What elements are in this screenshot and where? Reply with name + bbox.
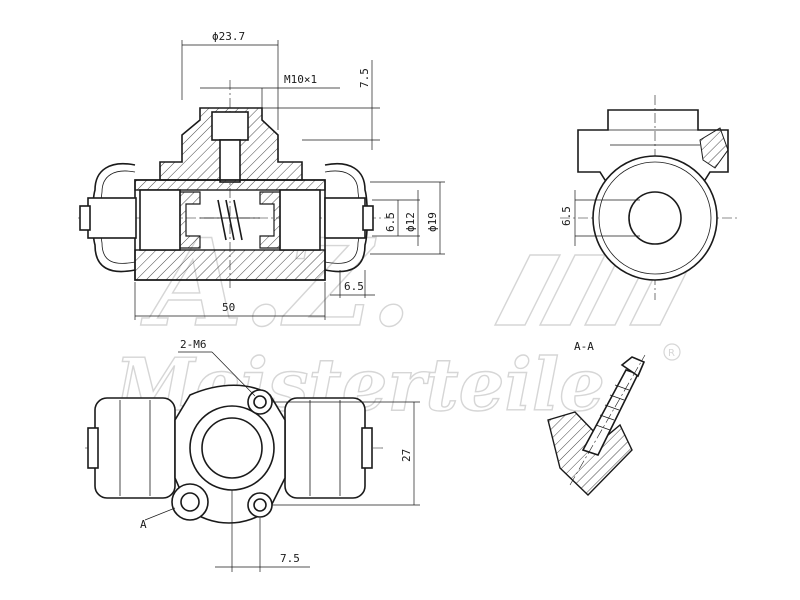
top-view-boot-right: [284, 397, 366, 499]
top-view-rod-right: [361, 427, 373, 469]
end-view-body-outer: [592, 155, 718, 281]
dim-phi-19: ϕ19: [426, 212, 439, 232]
body-wall-bottom: [134, 249, 326, 281]
dim-7-5-top: 7.5: [358, 68, 371, 88]
section-a-a-bleeder-tip: [620, 356, 646, 378]
dim-6-5-side: 6.5: [560, 206, 573, 226]
end-view-body-inner: [598, 161, 712, 275]
bleeder-screw-outer: [171, 483, 209, 521]
bolt-hole-top: [247, 389, 273, 415]
dim-phi-12: ϕ12: [404, 212, 417, 232]
push-rod-left-tip: [79, 205, 91, 231]
top-view: 2-M6 A 27 7.5: [85, 338, 420, 572]
cup-left: [179, 191, 201, 249]
end-view-bleeder-hatch: [699, 127, 729, 169]
body-wall-top: [134, 179, 326, 191]
section-a-a: A-A: [547, 340, 646, 496]
watermark-registered-mark: R: [668, 348, 675, 359]
push-rod-right-tip: [362, 205, 374, 231]
section-marker-a: A: [140, 518, 147, 531]
top-view-boss-inner: [201, 417, 263, 479]
piston-left: [139, 189, 181, 251]
bolt-hole-top-inner: [253, 395, 267, 409]
bleeder-screw-inner: [180, 492, 200, 512]
leader-line: [211, 351, 256, 397]
dim-2-m6: 2-M6: [180, 338, 207, 351]
section-a-a-label: A-A: [574, 340, 594, 353]
section-a-a-thread: [595, 384, 630, 431]
bolt-hole-bottom: [247, 492, 273, 518]
dim-length-50: 50: [222, 301, 235, 314]
bleeder-port: [211, 111, 249, 141]
cup-right: [259, 191, 281, 249]
watermark-registered-circle: [663, 343, 681, 361]
end-view-flange: [577, 109, 729, 189]
top-view-rod-left: [87, 427, 99, 469]
bolt-hole-bottom-inner: [253, 498, 267, 512]
piston-right: [279, 189, 321, 251]
dim-6-5-low: 6.5: [344, 280, 364, 293]
end-view-bore: [628, 191, 682, 245]
dim-7-5-bottom: 7.5: [280, 552, 300, 565]
end-view: 6.5: [560, 95, 740, 300]
section-a-a-centerline: [569, 354, 646, 486]
section-marker-line: [144, 507, 176, 521]
push-rod-right: [324, 197, 366, 239]
dim-6-5-mid: 6.5: [384, 212, 397, 232]
push-rod-left: [87, 197, 137, 239]
bleeder-seat: [219, 139, 241, 183]
return-spring: [217, 199, 243, 241]
section-view: ϕ23.7 M10×1 7.5 6.5 ϕ12 ϕ19 6.5 50: [78, 30, 445, 320]
dim-height-27: 27: [400, 449, 413, 462]
section-a-a-body: [547, 411, 633, 496]
dim-phi-23-7: ϕ23.7: [212, 30, 245, 43]
top-view-boot-left: [94, 397, 176, 499]
dim-thread-m10: M10×1: [284, 73, 317, 86]
